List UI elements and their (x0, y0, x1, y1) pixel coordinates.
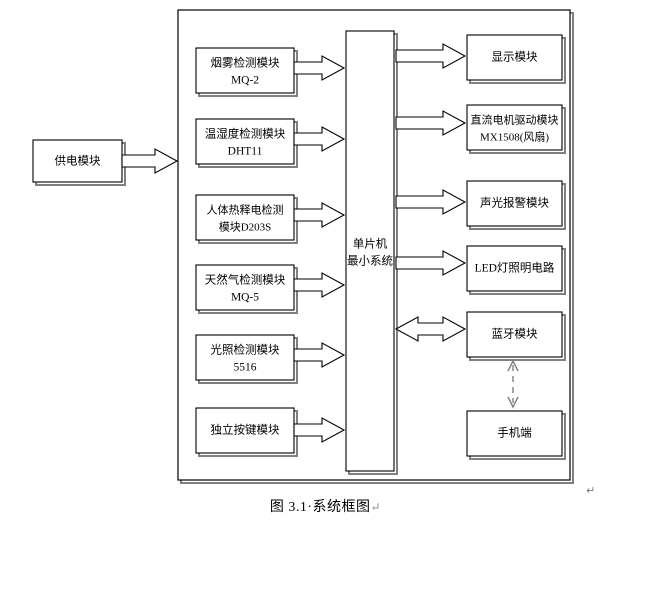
block-pir-label-line1: 人体热释电检测 (207, 203, 284, 217)
block-temp-humidity-label-line1: 温湿度检测模块 (205, 127, 286, 141)
arrow-smoke-to-mcu (293, 55, 346, 81)
block-alarm-label-line1: 声光报警模块 (480, 196, 549, 210)
block-led-lighting-label-line1: LED灯照明电路 (475, 261, 555, 275)
arrow-pir-to-mcu (293, 202, 346, 228)
block-bluetooth: 蓝牙模块 (466, 311, 566, 361)
figure-caption-separator: · (307, 500, 313, 515)
block-temp-humidity-label-line2: DHT11 (228, 146, 263, 158)
block-alarm: 声光报警模块 (466, 180, 566, 230)
figure-caption: 图 3.1·系统框图↵ (0, 496, 651, 516)
wireless-link-bluetooth-phone (507, 359, 519, 409)
block-pir: 人体热释电检测 模块D203S (195, 194, 298, 244)
block-motor-driver-label-line1: 直流电机驱动模块 (471, 113, 559, 127)
block-temp-humidity: 温湿度检测模块 DHT11 (195, 118, 298, 168)
block-smoke: 烟雾检测模块 MQ-2 (195, 47, 298, 97)
block-motor-driver-label-line2: MX1508(风扇) (480, 130, 549, 144)
arrow-light-sensor-to-mcu (293, 342, 346, 368)
block-light-sensor-label-line2: 5516 (234, 362, 257, 374)
block-keys-label-line1: 独立按键模块 (211, 423, 280, 437)
arrow-mcu-to-display (395, 43, 467, 69)
block-mcu-core-label-line2: 最小系统 (347, 255, 393, 268)
arrow-mcu-to-led-lighting (395, 250, 467, 276)
arrow-keys-to-mcu (293, 417, 346, 443)
block-phone-label-line1: 手机端 (497, 426, 532, 440)
margin-paragraph-mark: ↵ (586, 485, 596, 497)
arrow-temp-humidity-to-mcu (293, 126, 346, 152)
figure-caption-pilcrow: ↵ (370, 500, 382, 514)
block-gas: 天然气检测模块 MQ-5 (195, 264, 298, 314)
block-gas-label-line1: 天然气检测模块 (205, 273, 286, 287)
block-phone: 手机端 (466, 410, 566, 460)
block-power-supply: 供电模块 (32, 139, 126, 186)
block-display: 显示模块 (466, 34, 566, 84)
block-pir-label-line2: 模块D203S (219, 221, 272, 234)
arrow-mcu-bluetooth-bidirectional (394, 316, 467, 342)
block-display-label-line1: 显示模块 (492, 51, 538, 64)
block-smoke-label-line1: 烟雾检测模块 (211, 56, 280, 70)
block-bluetooth-label-line1: 蓝牙模块 (492, 328, 538, 341)
block-smoke-label-line2: MQ-2 (231, 75, 259, 87)
arrow-mcu-to-alarm (395, 189, 467, 215)
block-light-sensor: 光照检测模块 5516 (195, 334, 298, 384)
block-mcu-core: 单片机 最小系统 (345, 30, 398, 475)
arrow-mcu-to-motor-driver (395, 110, 467, 136)
arrow-power-to-system (121, 148, 179, 174)
figure-caption-title: 系统框图 (312, 500, 371, 515)
block-light-sensor-label-line1: 光照检测模块 (211, 343, 280, 357)
arrow-gas-to-mcu (293, 272, 346, 298)
block-mcu-core-label-line1: 单片机 (353, 237, 388, 251)
block-led-lighting: LED灯照明电路 (466, 245, 566, 295)
block-motor-driver: 直流电机驱动模块 MX1508(风扇) (466, 104, 566, 154)
block-gas-label-line2: MQ-5 (231, 292, 259, 304)
block-power-supply-label: 供电模块 (55, 154, 101, 168)
figure-caption-label: 图 3.1 (269, 500, 308, 515)
block-keys: 独立按键模块 (195, 407, 298, 457)
